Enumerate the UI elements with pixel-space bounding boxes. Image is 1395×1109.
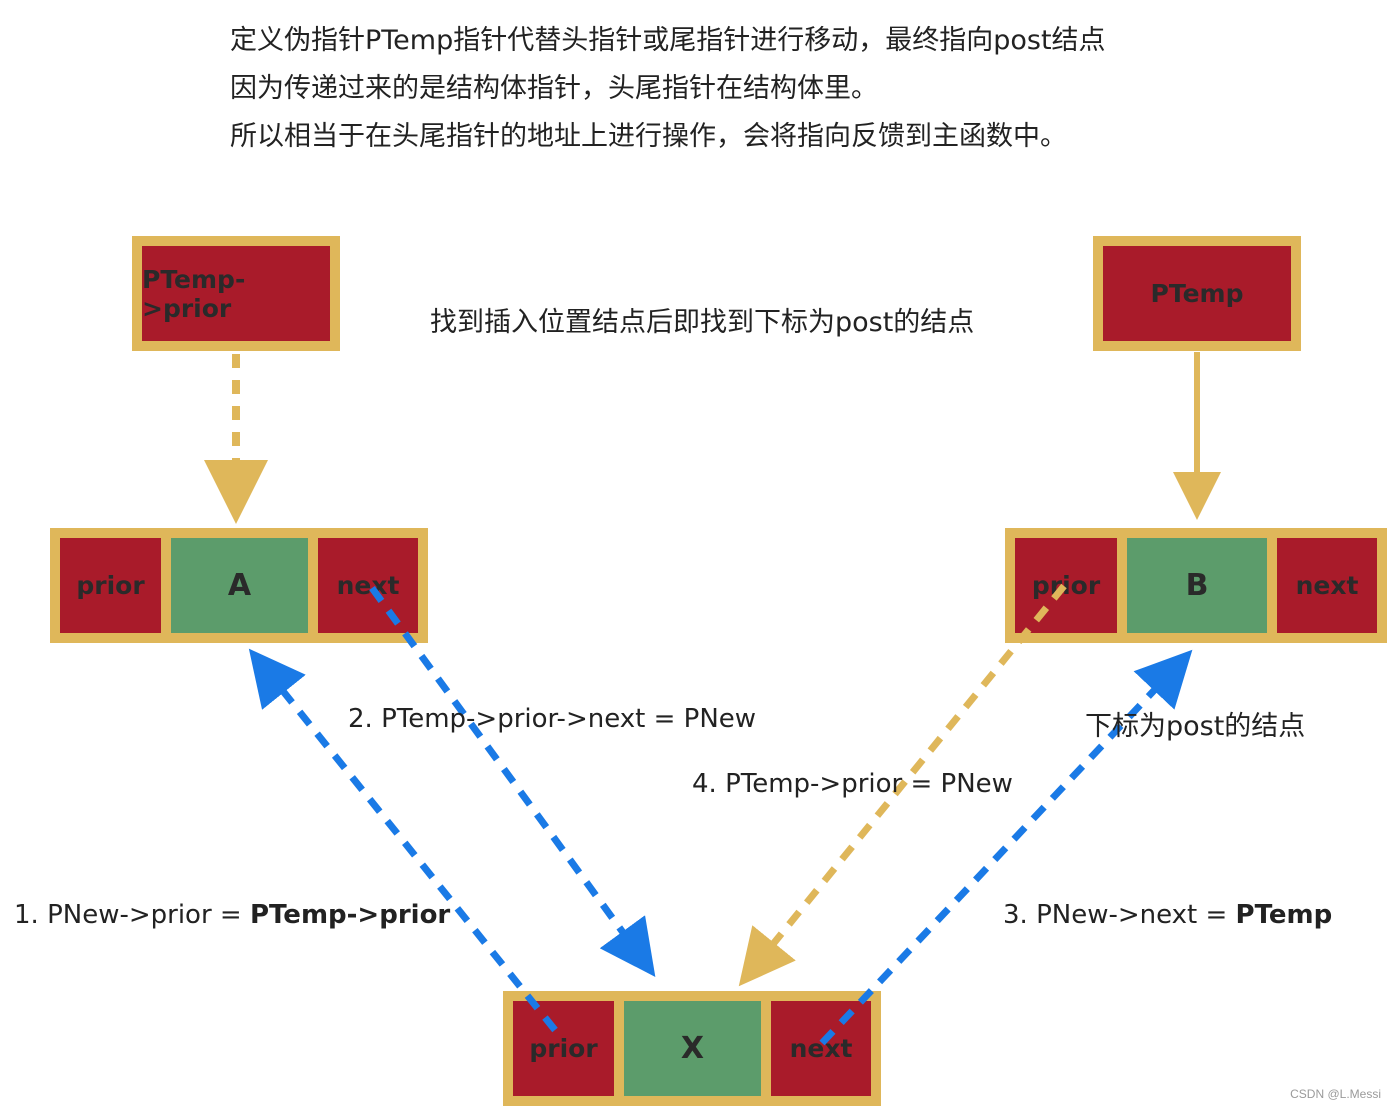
pointer-box-ptemp: PTemp (1093, 236, 1301, 351)
node-x-next: next (761, 991, 881, 1106)
node-b-data-label: B (1185, 568, 1209, 603)
node-a-next-label: next (336, 571, 400, 600)
node-a-prior-label: prior (76, 571, 145, 600)
step1-label: 1. PNew->prior = PTemp->prior (14, 900, 450, 930)
step4-label: 4. PTemp->prior = PNew (692, 769, 1013, 799)
intro-line-1: 定义伪指针PTemp指针代替头指针或尾指针进行移动，最终指向post结点 (230, 25, 1106, 56)
intro-line-2: 因为传递过来的是结构体指针，头尾指针在结构体里。 (230, 73, 878, 104)
node-a-next: next (308, 528, 428, 643)
node-x-prior-label: prior (529, 1034, 598, 1063)
node-b-next-label: next (1295, 571, 1359, 600)
arrow-step2 (369, 585, 656, 977)
node-a-data: A (161, 528, 318, 643)
caption-middle: 找到插入位置结点后即找到下标为post的结点 (430, 307, 975, 338)
step3-label: 3. PNew->next = PTemp (1003, 900, 1332, 930)
step2-label: 2. PTemp->prior->next = PNew (348, 704, 757, 734)
watermark: CSDN @L.Messi (1290, 1087, 1381, 1101)
step3-prefix: 3. PNew->next = (1003, 900, 1236, 930)
node-x-data-label: X (680, 1031, 705, 1066)
pointer-label-ptemp-prior: PTemp->prior (142, 264, 246, 323)
step3-bold: PTemp (1235, 900, 1333, 930)
intro-line-3: 所以相当于在头尾指针的地址上进行操作，会将指向反馈到主函数中。 (230, 121, 1067, 152)
arrow-step1 (248, 648, 558, 1033)
arrow-step3 (819, 649, 1193, 1046)
node-b-prior-label: prior (1031, 571, 1101, 600)
step1-prefix: 1. PNew->prior = (14, 900, 250, 930)
post-node-label: 下标为post的结点 (1085, 711, 1306, 742)
node-a-data-label: A (227, 568, 252, 603)
pointer-box-ptemp-prior: PTemp->prior (132, 236, 340, 351)
pointer-label-ptemp: PTemp (1150, 279, 1244, 308)
node-b-next: next (1267, 528, 1387, 643)
node-x-next-label: next (789, 1034, 853, 1063)
step1-bold: PTemp->prior (249, 900, 451, 930)
